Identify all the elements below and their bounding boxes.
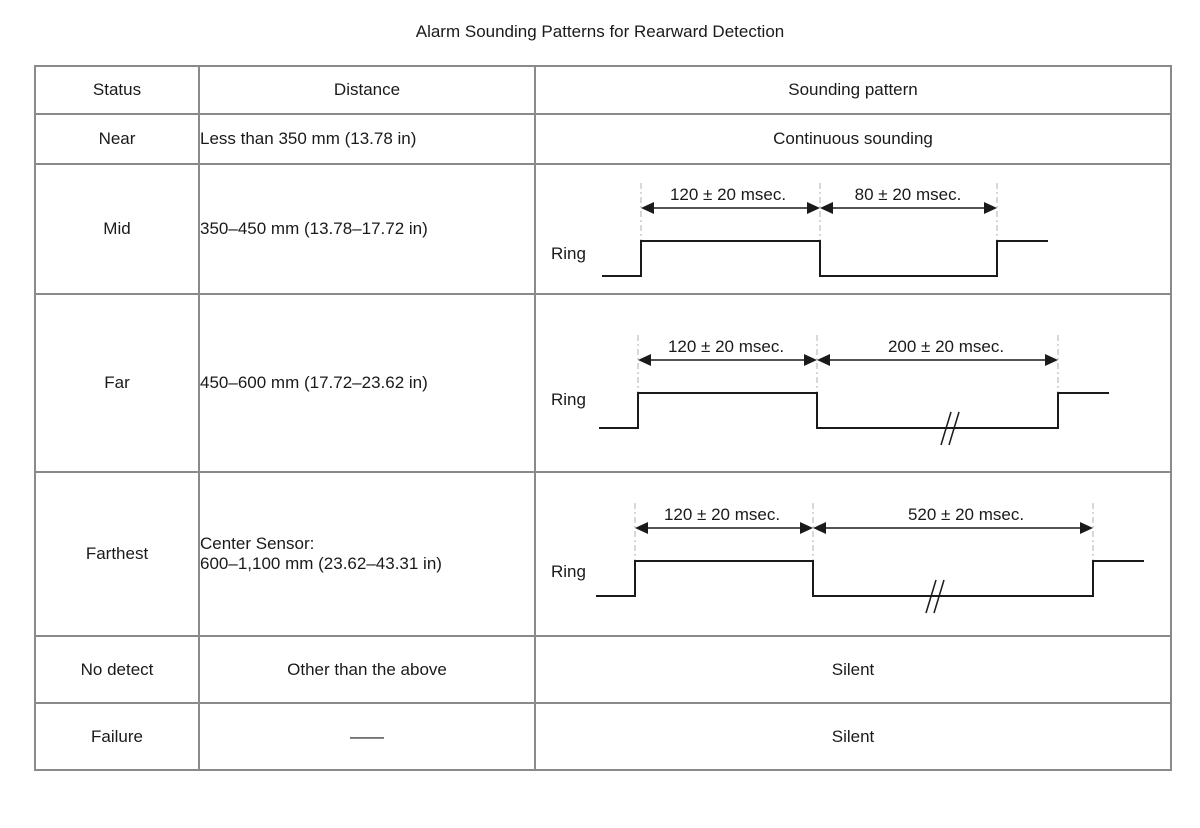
arrowhead-left-icon [635,522,648,534]
arrowhead-left-icon [817,354,830,366]
ring-waveform [599,392,1109,429]
ring-waveform [596,560,1144,597]
arrowhead-right-icon [807,202,820,214]
arrowhead-left-icon [820,202,833,214]
status-far: Far [34,293,200,473]
off-duration-label: 520 ± 20 msec. [908,505,1024,524]
header-status: Status [34,65,200,115]
arrowhead-right-icon [984,202,997,214]
break-mark-icon [925,579,937,614]
distance-near: Less than 350 mm (13.78 in) [198,113,536,165]
pattern-near: Continuous sounding [534,113,1172,165]
farthest-waveform-diagram: 120 ± 20 msec. 520 ± 20 msec. Ring [551,503,1144,614]
arrowhead-right-icon [1080,522,1093,534]
distance-far: 450–600 mm (17.72–23.62 in) [198,293,536,473]
table-row-far: Far 450–600 mm (17.72–23.62 in) 120 ± 20… [34,293,1172,473]
pattern-mid-diagram: 120 ± 20 msec. 80 ± 20 msec. Ring [534,163,1172,295]
on-duration-label: 120 ± 20 msec. [670,185,786,204]
break-mark-icon [948,411,960,446]
ring-label: Ring [551,244,586,263]
distance-farthest: Center Sensor: 600–1,100 mm (23.62–43.31… [198,471,536,637]
table-row-mid: Mid 350–450 mm (13.78–17.72 in) 120 ± 20… [34,163,1172,295]
pattern-far-diagram: 120 ± 20 msec. 200 ± 20 msec. Ring [534,293,1172,473]
page-title: Alarm Sounding Patterns for Rearward Det… [415,22,785,41]
table-row-failure: Failure —— Silent [34,702,1172,771]
mid-waveform-diagram: 120 ± 20 msec. 80 ± 20 msec. Ring [551,183,1048,277]
table-header-row: Status Distance Sounding pattern [34,65,1172,115]
off-duration-label: 80 ± 20 msec. [855,185,962,204]
pattern-farthest-diagram: 120 ± 20 msec. 520 ± 20 msec. Ring [534,471,1172,637]
distance-failure: —— [198,702,536,771]
table-row-no-detect: No detect Other than the above Silent [34,635,1172,704]
alarm-pattern-table: Status Distance Sounding pattern Near Le… [34,65,1172,771]
distance-mid: 350–450 mm (13.78–17.72 in) [198,163,536,295]
ring-label: Ring [551,390,586,409]
status-failure: Failure [34,702,200,771]
distance-farthest-line2: 600–1,100 mm (23.62–43.31 in) [200,554,442,573]
off-duration-label: 200 ± 20 msec. [888,337,1004,356]
break-mark-icon [933,579,945,614]
on-duration-label: 120 ± 20 msec. [664,505,780,524]
pattern-no-detect: Silent [534,635,1172,704]
table-row-farthest: Farthest Center Sensor: 600–1,100 mm (23… [34,471,1172,637]
far-waveform-diagram: 120 ± 20 msec. 200 ± 20 msec. Ring [551,335,1109,446]
break-mark-icon [940,411,952,446]
arrowhead-left-icon [638,354,651,366]
arrowhead-right-icon [800,522,813,534]
distance-farthest-line1: Center Sensor: [200,534,315,553]
ring-label: Ring [551,562,586,581]
distance-no-detect: Other than the above [198,635,536,704]
pattern-failure: Silent [534,702,1172,771]
status-mid: Mid [34,163,200,295]
status-no-detect: No detect [34,635,200,704]
arrowhead-left-icon [813,522,826,534]
arrowhead-right-icon [1045,354,1058,366]
arrowhead-left-icon [641,202,654,214]
ring-waveform [602,240,1048,277]
table-row-near: Near Less than 350 mm (13.78 in) Continu… [34,113,1172,165]
status-farthest: Farthest [34,471,200,637]
header-distance: Distance [198,65,536,115]
header-pattern: Sounding pattern [534,65,1172,115]
on-duration-label: 120 ± 20 msec. [668,337,784,356]
status-near: Near [34,113,200,165]
arrowhead-right-icon [804,354,817,366]
